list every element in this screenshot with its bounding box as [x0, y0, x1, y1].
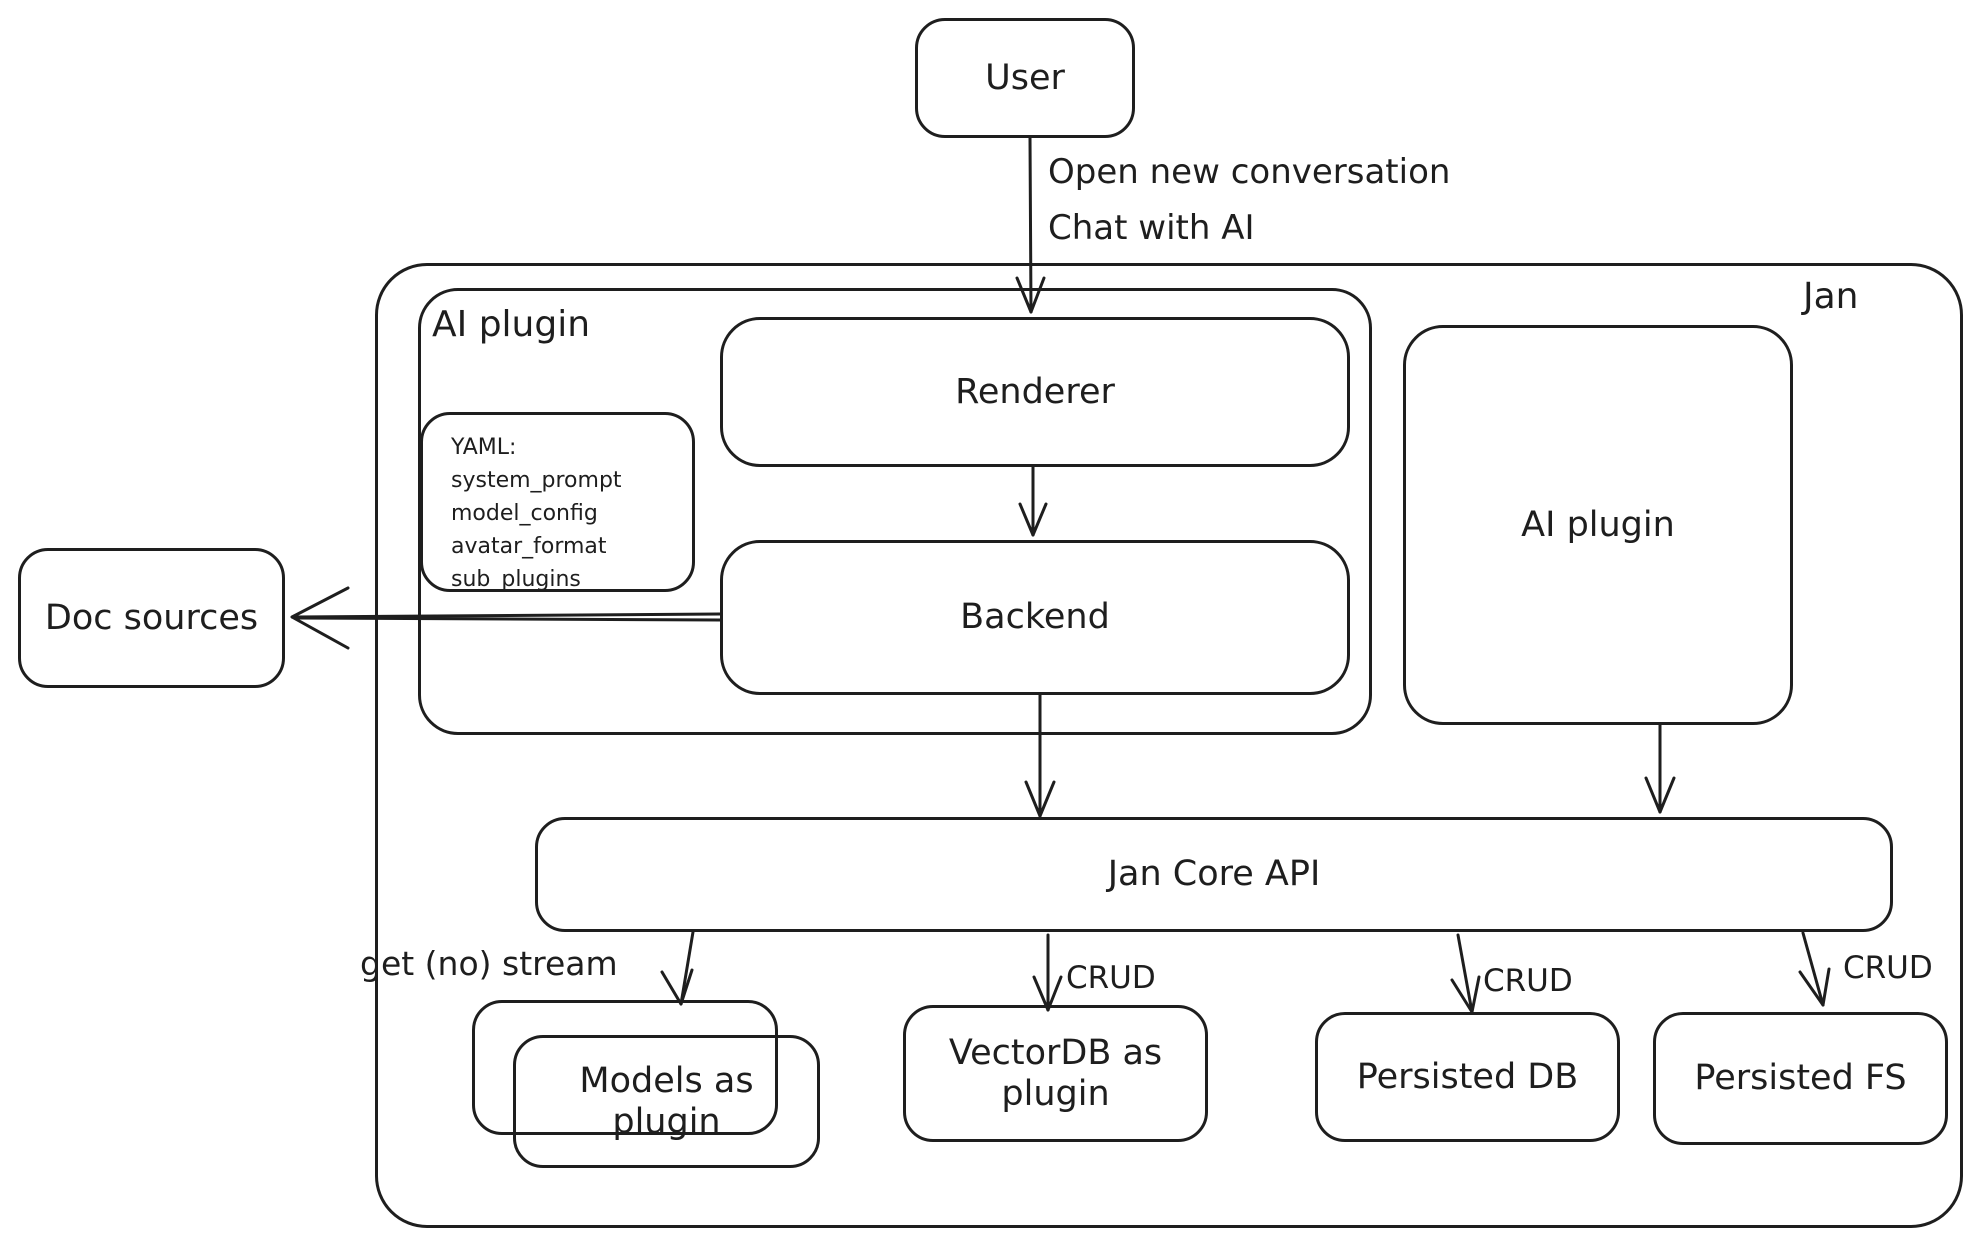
node-persisted-db: Persisted DB — [1315, 1012, 1620, 1142]
node-user-label: User — [985, 57, 1065, 98]
node-yaml-note: YAML: system_prompt model_config avatar_… — [420, 412, 695, 592]
node-ai-plugin-right: AI plugin — [1403, 325, 1793, 725]
node-backend: Backend — [720, 540, 1350, 695]
node-models-plugin: Models as plugin — [513, 1035, 820, 1168]
yaml-line: YAML: — [451, 435, 517, 460]
node-renderer-label: Renderer — [955, 371, 1115, 412]
node-persisted-fs: Persisted FS — [1653, 1012, 1948, 1145]
node-jan-core-api-label: Jan Core API — [1107, 854, 1321, 895]
node-backend-label: Backend — [960, 597, 1110, 638]
edge-label-get-no-stream: get (no) stream — [360, 944, 618, 983]
edge-label-crud-persisted-db: CRUD — [1483, 963, 1573, 999]
edge-label-crud-vectordb: CRUD — [1066, 960, 1156, 996]
node-jan-core-api: Jan Core API — [535, 817, 1893, 932]
node-doc-sources: Doc sources — [18, 548, 285, 688]
node-jan-label: Jan — [1803, 276, 1859, 317]
edge-label-open-conversation: Open new conversation — [1048, 152, 1451, 192]
edge-label-chat-with-ai: Chat with AI — [1048, 208, 1255, 248]
node-persisted-fs-label: Persisted FS — [1694, 1058, 1907, 1099]
node-ai-plugin-container — [418, 288, 1372, 735]
node-doc-sources-label: Doc sources — [44, 597, 259, 638]
yaml-line: system_prompt — [451, 468, 622, 493]
node-user: User — [915, 18, 1135, 138]
node-renderer: Renderer — [720, 317, 1350, 467]
yaml-line: avatar_format — [451, 534, 607, 559]
edge-label-crud-persisted-fs: CRUD — [1843, 950, 1933, 986]
node-ai-plugin-container-label: AI plugin — [432, 304, 591, 345]
yaml-line: model_config — [451, 501, 598, 526]
node-vectordb-plugin: VectorDB as plugin — [903, 1005, 1208, 1142]
node-vectordb-plugin-label: VectorDB as plugin — [948, 1033, 1163, 1114]
node-persisted-db-label: Persisted DB — [1356, 1056, 1579, 1097]
node-jan-container — [375, 263, 1963, 1228]
node-models-plugin-label: Models as plugin — [579, 1061, 754, 1142]
node-ai-plugin-right-label: AI plugin — [1521, 504, 1675, 545]
yaml-line: sub_plugins — [451, 567, 581, 592]
node-models-plugin-back — [472, 1000, 778, 1135]
